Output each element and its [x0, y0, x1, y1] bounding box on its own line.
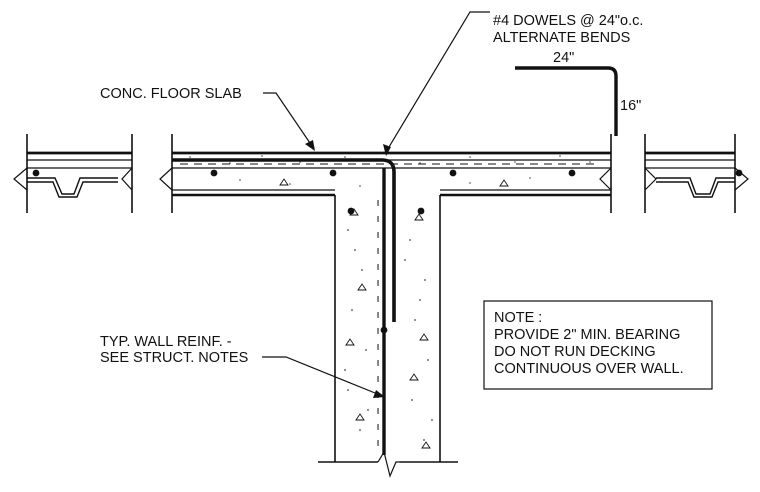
right-slab-fragment — [644, 134, 749, 213]
note-line2: DO NOT RUN DECKING — [494, 344, 656, 360]
left-slab-fragment — [13, 134, 133, 213]
wall-reinf-label-line2: SEE STRUCT. NOTES — [100, 350, 248, 366]
left-slab-rebar — [32, 169, 40, 177]
slab-rebar — [568, 169, 576, 177]
slab-rebar — [329, 169, 337, 177]
slab-rebar — [210, 169, 218, 177]
wall-rebar — [417, 207, 425, 215]
note-box: NOTE : PROVIDE 2" MIN. BEARING DO NOT RU… — [483, 300, 713, 390]
right-slab-rebar — [735, 169, 743, 177]
floor-slab-label: CONC. FLOOR SLAB — [100, 86, 242, 102]
dowel-bar — [172, 158, 396, 322]
wall-rebar — [347, 207, 355, 215]
dowel-bend-diagram — [515, 66, 618, 136]
dowels-label-line1: #4 DOWELS @ 24"o.c. — [493, 13, 643, 29]
note-line3: CONTINUOUS OVER WALL. — [494, 361, 684, 377]
concrete-wall — [172, 158, 509, 478]
central-slab — [159, 134, 612, 213]
slab-rebar — [449, 169, 457, 177]
wall-reinf-label-line1: TYP. WALL REINF. - — [100, 334, 232, 350]
note-line1: PROVIDE 2" MIN. BEARING — [494, 327, 680, 343]
dowels-label-line2: ALTERNATE BENDS — [493, 30, 630, 46]
note-title: NOTE : — [494, 310, 542, 326]
dimension-16-label: 16" — [620, 98, 641, 114]
dimension-24-label: 24" — [553, 50, 574, 66]
leader-lines — [262, 11, 490, 398]
